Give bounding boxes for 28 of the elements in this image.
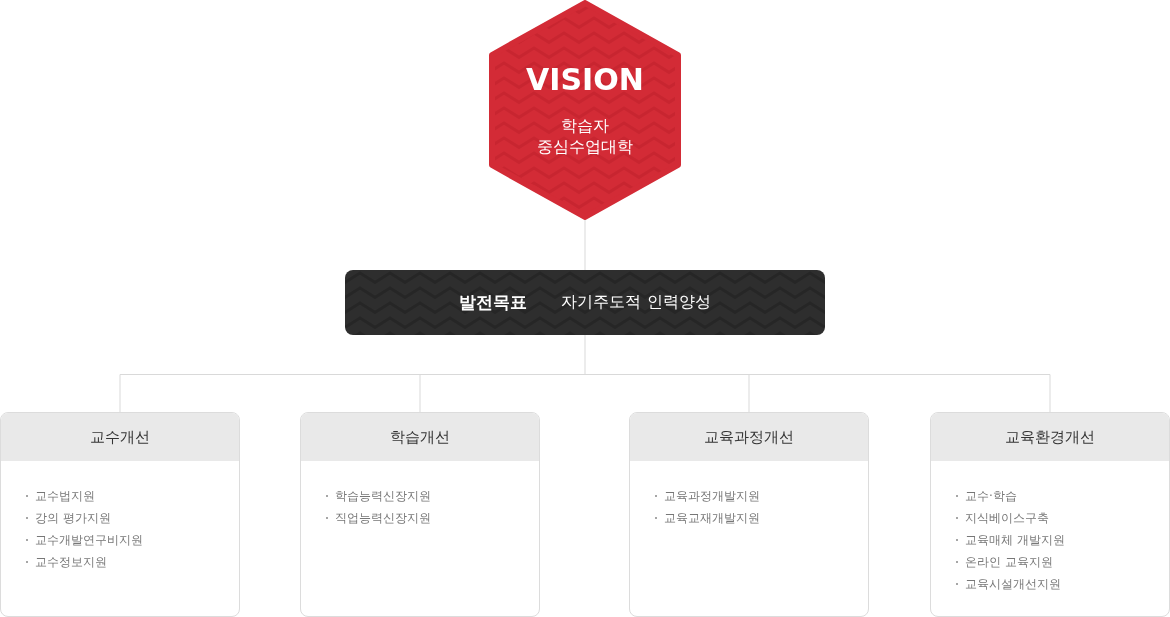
- list-item: 교수·학습: [965, 487, 1017, 505]
- list-item: 교수정보지원: [35, 553, 107, 571]
- list-item: 교육과정개발지원: [664, 487, 760, 505]
- card-header: 교수개선: [1, 413, 239, 461]
- vision-heading: VISION: [526, 62, 644, 98]
- goal-bar: [345, 270, 825, 335]
- vision-hexagon: [489, 0, 681, 220]
- list-item: 교수개발연구비지원: [35, 531, 143, 549]
- list-item: 강의 평가지원: [35, 509, 111, 527]
- card-header: 학습개선: [301, 413, 539, 461]
- card-header: 교육환경개선: [931, 413, 1169, 461]
- list-item: 교육매체 개발지원: [965, 531, 1065, 549]
- connector-line: [119, 334, 1051, 375]
- category-card: [629, 412, 869, 617]
- category-card: [300, 412, 540, 617]
- category-card: [0, 412, 240, 617]
- list-item: 온라인 교육지원: [965, 553, 1053, 571]
- list-item: 교육시설개선지원: [965, 575, 1061, 593]
- list-item: 교수법지원: [35, 487, 95, 505]
- list-item: 교육교재개발지원: [664, 509, 760, 527]
- goal-text: 자기주도적 인력양성: [561, 292, 711, 313]
- category-card: [930, 412, 1170, 617]
- list-item: 지식베이스구축: [965, 509, 1049, 527]
- vision-text: 학습자 중심수업대학: [537, 115, 633, 157]
- list-item: 직업능력신장지원: [335, 509, 431, 527]
- list-item: 학습능력신장지원: [335, 487, 431, 505]
- goal-label: 발전목표: [459, 291, 528, 314]
- card-header: 교육과정개선: [630, 413, 868, 461]
